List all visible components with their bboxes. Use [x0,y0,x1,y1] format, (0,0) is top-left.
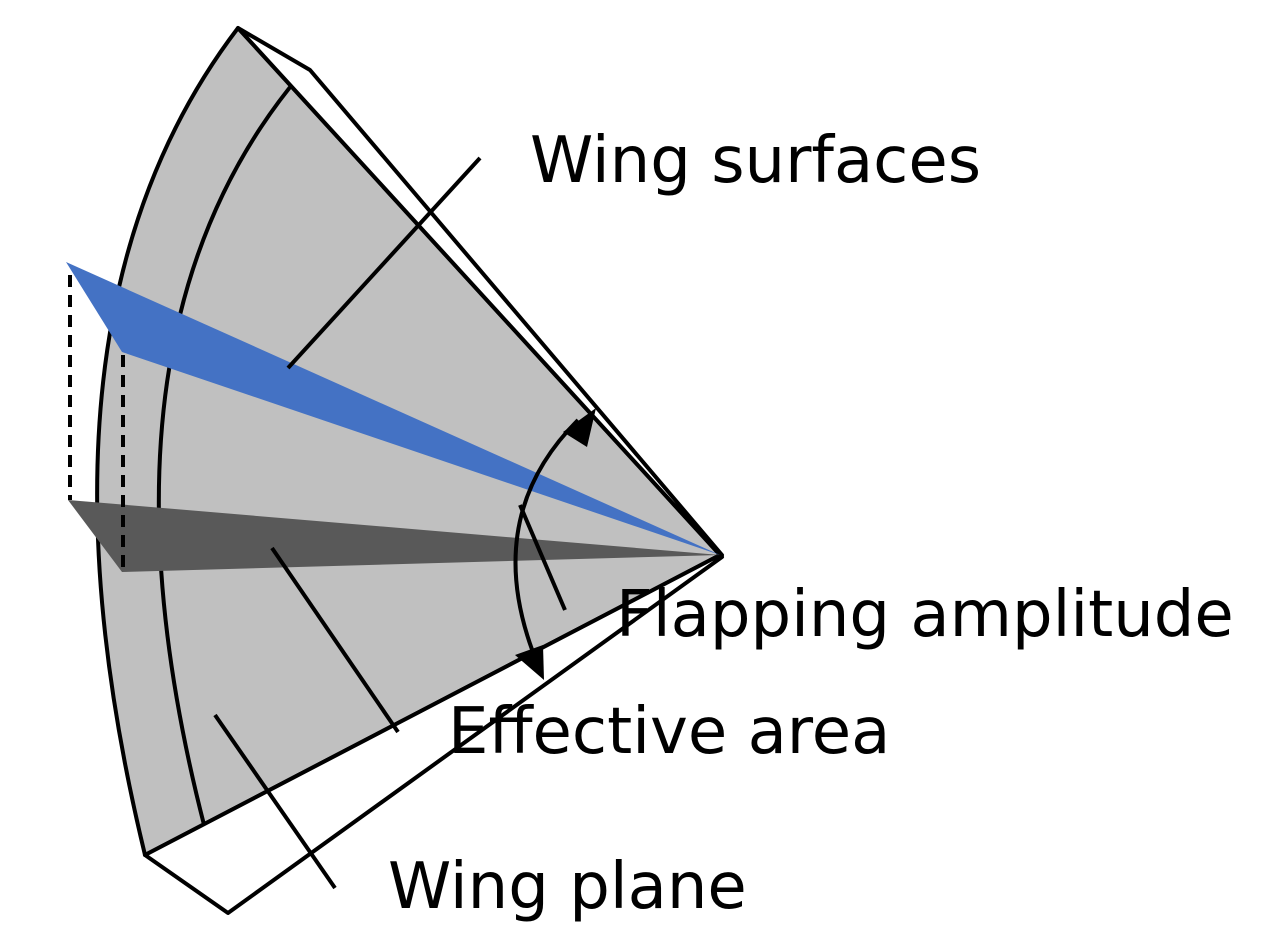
leader-wing-surfaces [286,156,482,370]
flapping-amplitude-arrow [513,418,580,666]
arrowhead-up [563,408,596,447]
label-effective-area: Effective area [448,695,890,769]
leader-wing-plane [213,713,337,890]
label-flapping-amplitude: Flapping amplitude [616,578,1234,652]
inner-sector-arc [156,73,302,911]
leader-flapping-amplitude [518,504,567,611]
wing-plane-shape [68,500,720,572]
label-wing-surfaces: Wing surfaces [530,124,981,198]
label-wing-plane: Wing plane [388,850,747,924]
wing-surface-shape [66,262,720,555]
leader-effective-area [270,546,400,734]
arrowhead-down [515,645,544,680]
